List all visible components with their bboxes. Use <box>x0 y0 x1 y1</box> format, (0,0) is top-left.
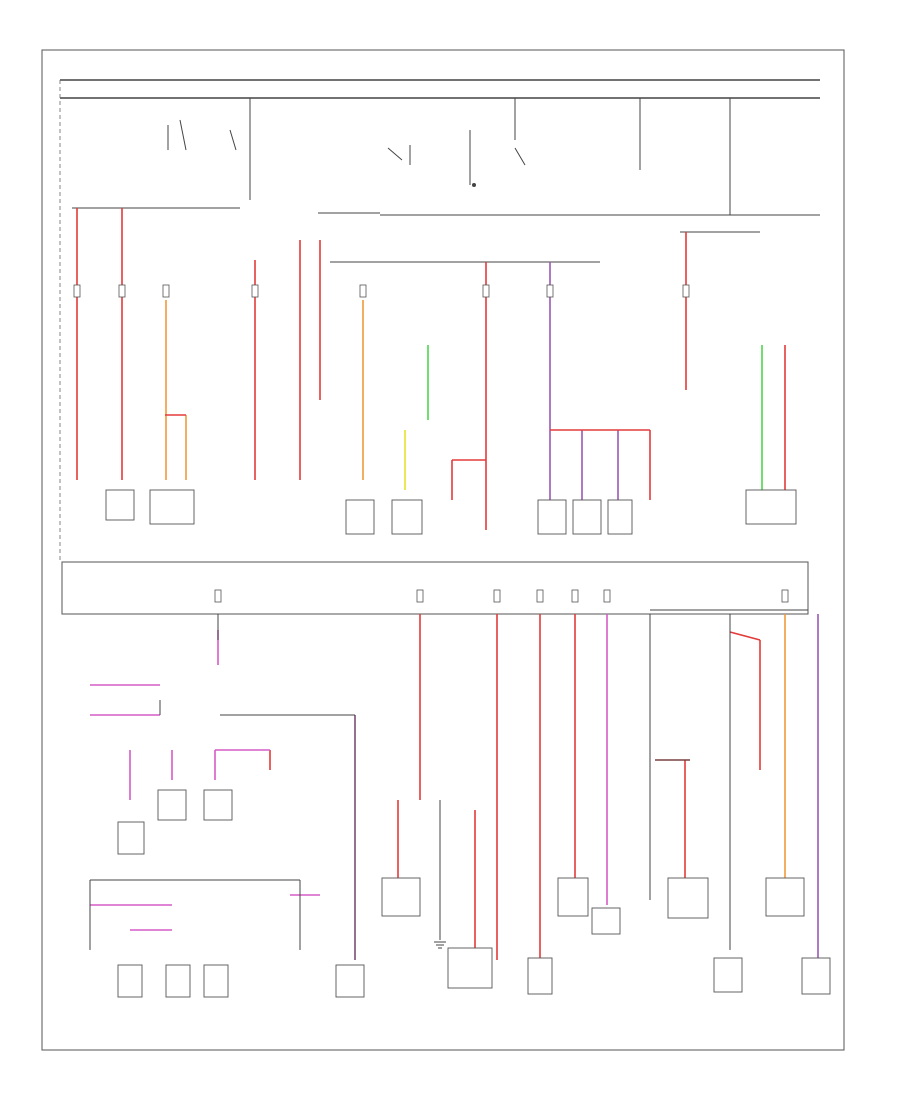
lower-left-branches <box>89 614 356 960</box>
component-box-21 <box>447 947 493 989</box>
fuse-2 <box>118 284 126 298</box>
relay-switch-mid <box>387 130 476 187</box>
fuse-low-1 <box>214 589 222 603</box>
component-box-11 <box>117 821 145 855</box>
component-box-10 <box>203 789 233 821</box>
relay-switch-right <box>514 98 731 215</box>
fuse-columns <box>76 208 819 960</box>
component-box-20 <box>335 964 365 998</box>
ignition-switch <box>167 98 251 200</box>
component-box-18 <box>165 964 191 998</box>
diagram-frame <box>41 49 845 1051</box>
component-box-6 <box>572 499 602 535</box>
ground-symbol <box>434 941 446 949</box>
lower-right-branches <box>439 609 808 950</box>
fuse-5 <box>359 284 367 298</box>
component-box-13 <box>557 877 589 917</box>
component-box-17 <box>117 964 143 998</box>
component-box-1 <box>105 489 135 521</box>
fuse-low-2 <box>416 589 424 603</box>
component-box-22 <box>527 957 553 995</box>
component-box-5 <box>537 499 567 535</box>
components <box>73 284 831 998</box>
component-box-24 <box>801 957 831 995</box>
fuse-7 <box>546 284 554 298</box>
wire-h-7 <box>729 631 761 641</box>
component-box-3 <box>345 499 375 535</box>
fuse-3 <box>162 284 170 298</box>
fuse-6 <box>482 284 490 298</box>
component-box-15 <box>667 877 709 919</box>
fuse-low-3 <box>493 589 501 603</box>
fuse-low-6 <box>603 589 611 603</box>
component-box-7 <box>607 499 633 535</box>
component-box-23 <box>713 957 743 993</box>
component-box-14 <box>591 907 621 935</box>
component-box-2 <box>149 489 195 525</box>
component-box-4 <box>391 499 423 535</box>
component-box-19 <box>203 964 229 998</box>
fuse-low-5 <box>571 589 579 603</box>
fuse-1 <box>73 284 81 298</box>
fuse-8 <box>682 284 690 298</box>
component-box-16 <box>765 877 805 917</box>
component-box-9 <box>157 789 187 821</box>
fuse-4 <box>251 284 259 298</box>
fuse-low-7 <box>781 589 789 603</box>
fuse-low-4 <box>536 589 544 603</box>
component-box-8 <box>745 489 797 525</box>
junction-block <box>61 561 809 615</box>
component-box-12 <box>381 877 421 917</box>
